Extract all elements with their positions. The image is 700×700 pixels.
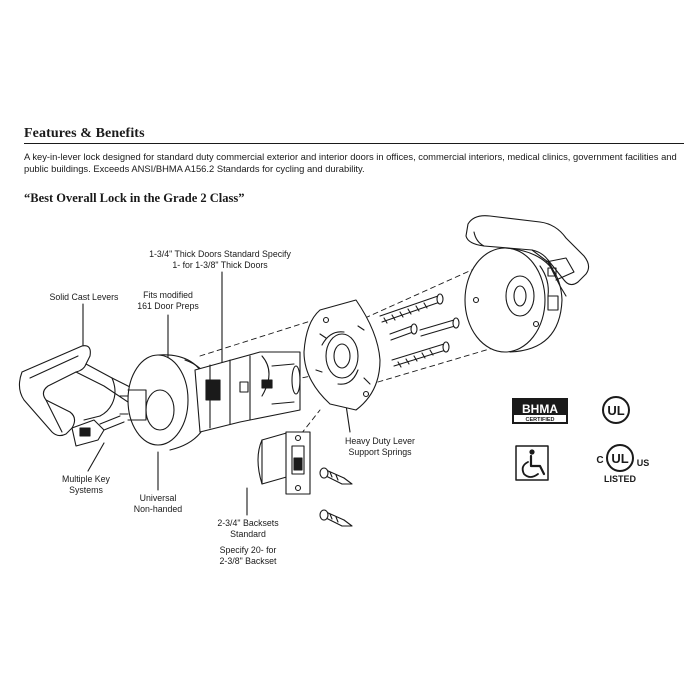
lever-handle-left: [18, 345, 133, 437]
features-description: A key-in-lever lock designed for standar…: [24, 151, 677, 174]
bhma-certified-logo: [512, 398, 568, 424]
best-overall-quote: “Best Overall Lock in the Grade 2 Class”: [24, 191, 245, 205]
bhma-text: BHMA: [522, 402, 558, 416]
callout-backsets: 2-3/4" Backsets Standard: [217, 518, 279, 539]
accessibility-icon: [515, 445, 549, 481]
features-heading: Features & Benefits: [24, 126, 145, 141]
callout-fits-modified: Fits modified 161 Door Preps: [137, 290, 199, 311]
cul-us-text: US: [637, 458, 650, 468]
callout-specify-20: Specify 20- for 2-3/8" Backset: [219, 545, 277, 566]
heading-rule: [24, 143, 684, 144]
cul-listed-text: LISTED: [604, 474, 637, 484]
cul-ul-text: UL: [611, 451, 628, 466]
callout-multiple-key-systems: Multiple Key Systems: [62, 474, 110, 495]
callout-heavy-duty-springs: Heavy Duty Lever Support Springs: [345, 436, 415, 457]
mounting-plate: [303, 299, 381, 411]
thru-bolts: [379, 293, 460, 368]
bhma-certified-text: CERTIFIED: [525, 417, 554, 423]
c-ul-us-listed-logo: [606, 444, 634, 472]
ul-listed-logo: [602, 396, 630, 424]
lock-chassis: [194, 351, 301, 433]
key: [71, 415, 125, 447]
lever-handle-right: [464, 215, 590, 353]
callout-solid-cast-levers: Solid Cast Levers: [49, 292, 119, 302]
cul-c-text: C: [596, 455, 603, 466]
latch-assembly: [257, 431, 311, 495]
strike-screws: [319, 467, 353, 527]
callout-thick-doors: 1-3/4" Thick Doors Standard Specify 1- f…: [149, 249, 291, 270]
leader-lines: [82, 271, 351, 516]
callout-universal-non-handed: Universal Non-handed: [133, 493, 183, 514]
ul-text: UL: [607, 403, 624, 418]
